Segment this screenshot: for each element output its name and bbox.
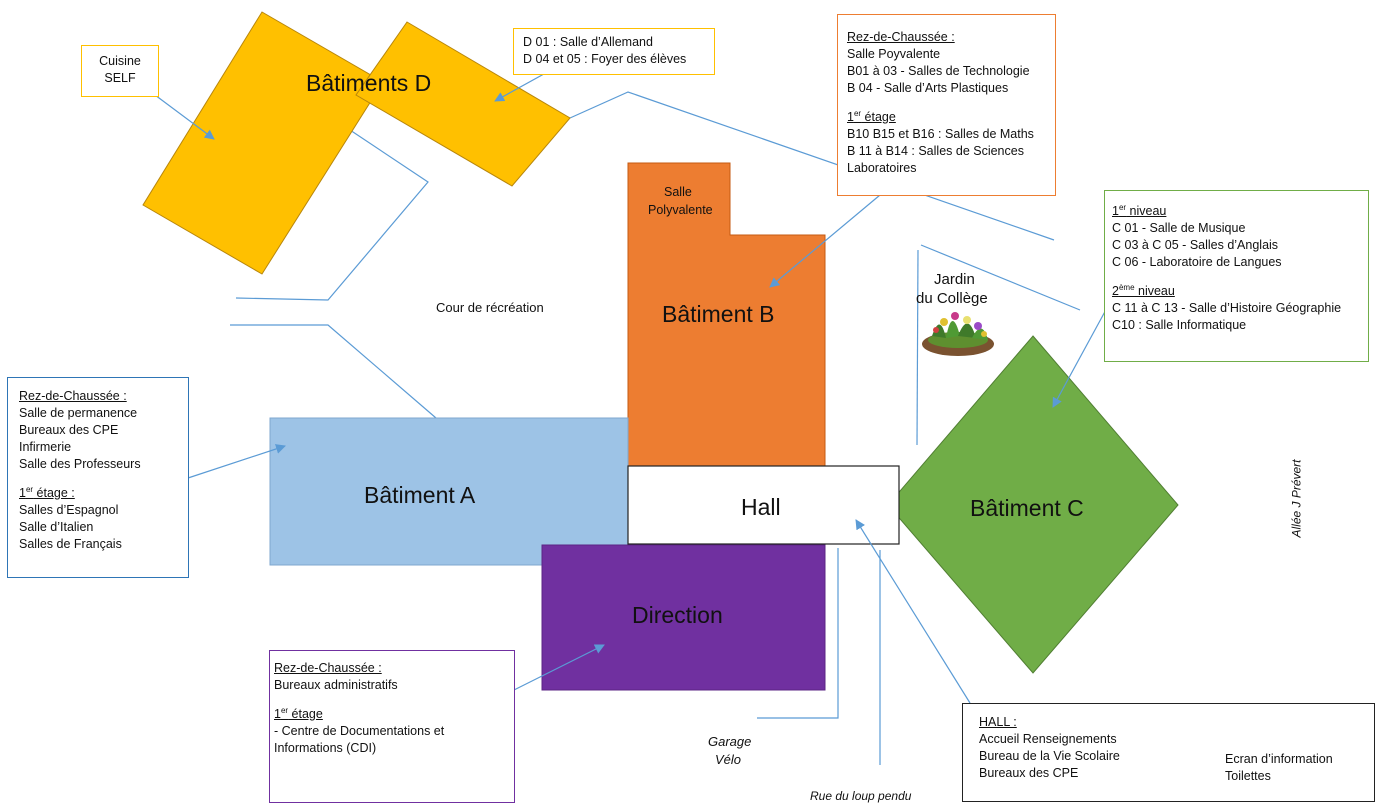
arrow-box-b — [769, 194, 881, 288]
building-a — [269, 417, 629, 566]
box-b-etage-num: 1 — [847, 110, 854, 124]
building-b-salle-label: Polyvalente — [648, 203, 713, 217]
garage-label: Garage — [708, 734, 752, 749]
box-hall-line: Toilettes — [1225, 769, 1271, 783]
building-d-left — [142, 11, 384, 275]
box-building-b: Rez-de-Chaussée : Salle Poyvalente B01 à… — [837, 14, 1056, 196]
arrow-box-a — [187, 444, 286, 479]
box-dir-etage-title: 1er étage — [274, 706, 510, 723]
box-b-line: B 11 à B14 : Salles de Sciences — [847, 144, 1024, 158]
box-a-etage-word: étage : — [33, 486, 75, 500]
box-c-line: C10 : Salle Informatique — [1112, 318, 1247, 332]
garage-label: Vélo — [715, 752, 742, 767]
box-dir-etage-sup: er — [280, 705, 289, 715]
box-d-line: D 01 : Salle d’Allemand — [523, 35, 653, 49]
arrow-box-dir — [513, 644, 605, 691]
box-b-etage-title: 1er étage — [847, 109, 1046, 126]
box-a-etage-num: 1 — [19, 486, 26, 500]
box-a-line: Salles de Français — [19, 537, 122, 551]
building-b-label: Bâtiment B — [662, 301, 775, 327]
box-b-line: Laboratoires — [847, 161, 917, 175]
box-c-n2-num: 2 — [1112, 284, 1119, 298]
building-b-salle-label: Salle — [664, 185, 692, 199]
box-c-n1-title: 1er niveau — [1112, 203, 1361, 220]
box-c-n1-word: niveau — [1126, 204, 1167, 218]
box-building-a: Rez-de-Chaussée : Salle de permanence Bu… — [7, 377, 189, 578]
box-building-c: 1er niveau C 01 - Salle de Musique C 03 … — [1104, 190, 1369, 362]
cuisine-box: Cuisine SELF — [81, 45, 159, 97]
box-c-line: C 01 - Salle de Musique — [1112, 221, 1246, 235]
box-hall: HALL : Accueil Renseignements Bureau de … — [962, 703, 1375, 802]
box-b-line: B01 à 03 - Salles de Technologie — [847, 64, 1030, 78]
cuisine-line: SELF — [104, 71, 136, 85]
arrow-cuisine — [154, 94, 215, 140]
box-b-rdc-title: Rez-de-Chaussée : — [847, 30, 955, 44]
box-b-etage-sup: er — [853, 108, 862, 118]
box-a-rdc-title: Rez-de-Chaussée : — [19, 389, 127, 403]
path-line — [916, 249, 919, 446]
building-c-label: Bâtiment C — [970, 495, 1084, 521]
building-direction — [541, 544, 826, 691]
jardin-label: Jardin — [934, 271, 975, 288]
box-a-line: Salle des Professeurs — [19, 457, 141, 471]
cuisine-line: Cuisine — [99, 54, 141, 68]
path-lines — [230, 91, 1223, 791]
box-a-line: Salle d’Italien — [19, 520, 94, 534]
building-d-label: Bâtiments D — [306, 70, 432, 96]
box-b-line: B10 B15 et B16 : Salles de Maths — [847, 127, 1034, 141]
box-building-d: D 01 : Salle d’Allemand D 04 et 05 : Foy… — [513, 28, 715, 75]
path-line — [230, 324, 437, 419]
hall-label: Hall — [741, 494, 781, 520]
box-a-line: Infirmerie — [19, 440, 72, 454]
box-c-n2-sup: ème — [1118, 282, 1135, 292]
box-a-etage-title: 1er étage : — [19, 485, 177, 502]
building-c — [887, 335, 1179, 674]
box-c-line: C 06 - Laboratoire de Langues — [1112, 255, 1282, 269]
path-line — [757, 548, 839, 719]
building-a-label: Bâtiment A — [364, 482, 476, 508]
cour-label: Cour de récréation — [436, 300, 544, 315]
box-b-line: B 04 - Salle d’Arts Plastiques — [847, 81, 1009, 95]
direction-label: Direction — [632, 602, 723, 628]
box-dir-etage-num: 1 — [274, 707, 281, 721]
box-direction: Rez-de-Chaussée : Bureaux administratifs… — [269, 650, 515, 803]
box-hall-line: Bureaux des CPE — [979, 766, 1079, 780]
box-b-line: Salle Poyvalente — [847, 47, 941, 61]
box-dir-line: Bureaux administratifs — [274, 678, 398, 692]
box-c-n2-word: niveau — [1134, 284, 1175, 298]
garden-illustration — [922, 312, 994, 356]
box-b-etage-word: étage — [861, 110, 896, 124]
path-line — [920, 244, 1081, 311]
box-c-line: C 11 à C 13 - Salle d’Histoire Géographi… — [1112, 301, 1342, 315]
box-hall-line: Accueil Renseignements — [979, 732, 1117, 746]
box-a-line: Salle de permanence — [19, 406, 138, 420]
jardin-label: du Collège — [916, 290, 988, 307]
box-c-line: C 03 à C 05 - Salles d’Anglais — [1112, 238, 1279, 252]
box-a-etage-sup: er — [25, 484, 34, 494]
box-dir-rdc-title: Rez-de-Chaussée : — [274, 661, 382, 675]
box-a-line: Salles d’Espagnol — [19, 503, 119, 517]
box-a-line: Bureaux des CPE — [19, 423, 119, 437]
arrow-box-c — [1052, 305, 1109, 408]
box-dir-line: - Centre de Documentations et — [274, 724, 445, 738]
box-c-n1-num: 1 — [1112, 204, 1119, 218]
box-d-line: D 04 et 05 : Foyer des élèves — [523, 52, 687, 66]
path-line — [235, 129, 429, 301]
building-d-right — [355, 21, 571, 187]
box-dir-line: Informations (CDI) — [274, 741, 377, 755]
rue-label: Rue du loup pendu — [810, 789, 912, 803]
box-hall-line: Ecran d’information — [1225, 752, 1333, 766]
allee-label: Allée J Prévert — [1289, 459, 1304, 538]
arrow-box-hall — [855, 519, 971, 704]
box-hall-title: HALL : — [979, 715, 1017, 729]
box-c-n2-title: 2ème niveau — [1112, 283, 1361, 300]
hall-block — [627, 465, 900, 545]
box-hall-line: Bureau de la Vie Scolaire — [979, 749, 1120, 763]
box-dir-etage-word: étage — [288, 707, 323, 721]
box-c-n1-sup: er — [1118, 202, 1127, 212]
